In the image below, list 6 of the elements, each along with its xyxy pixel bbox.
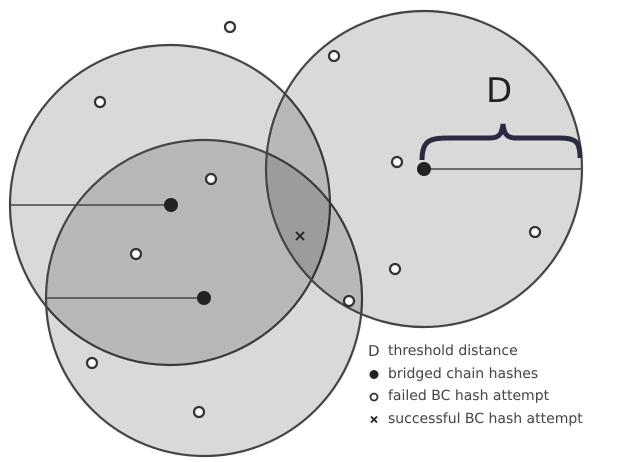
legend-text: successful BC hash attempt (388, 412, 583, 426)
legend-text: threshold distance (388, 344, 518, 358)
legend-text: bridged chain hashes (388, 366, 538, 380)
legend-symbol: D (368, 344, 380, 359)
distance-symbol: D (486, 74, 512, 108)
legend-text: failed BC hash attempt (388, 389, 550, 403)
